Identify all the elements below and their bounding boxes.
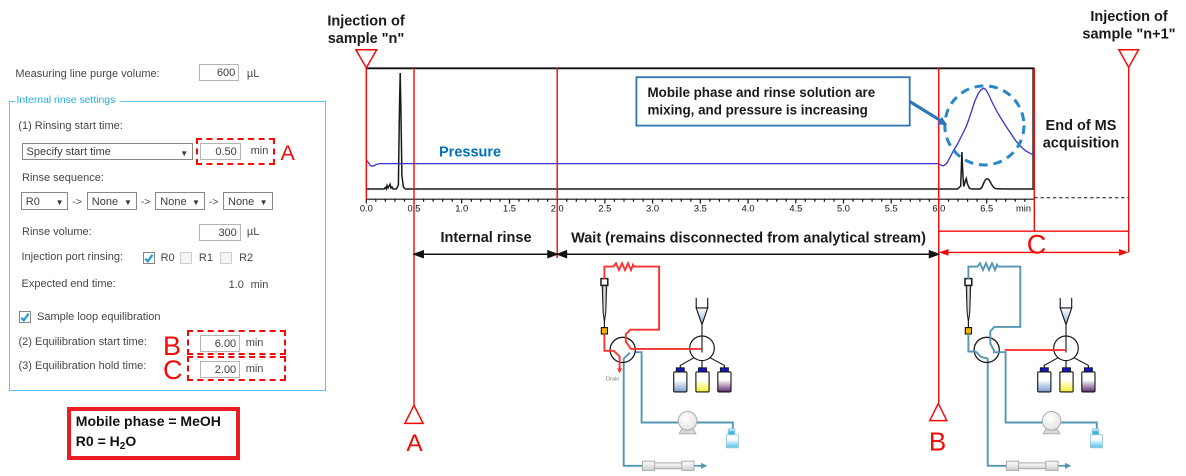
svg-text:3.0: 3.0 xyxy=(646,204,659,214)
svg-text:mixing, and pressure is increa: mixing, and pressure is increasing xyxy=(648,103,868,118)
svg-text:Drain: Drain xyxy=(606,377,619,383)
svg-text:End of MS: End of MS xyxy=(1046,118,1117,134)
svg-text:4.0: 4.0 xyxy=(742,204,755,214)
svg-text:0.0: 0.0 xyxy=(360,204,373,214)
svg-text:1.0: 1.0 xyxy=(455,204,468,214)
svg-text:5.0: 5.0 xyxy=(837,204,850,214)
svg-text:Wait (remains disconnected fro: Wait (remains disconnected from analytic… xyxy=(571,231,926,247)
svg-text:Internal rinse: Internal rinse xyxy=(440,230,531,246)
svg-text:5.5: 5.5 xyxy=(885,204,898,214)
svg-text:2.5: 2.5 xyxy=(598,204,611,214)
svg-text:A: A xyxy=(406,430,423,457)
svg-text:3.5: 3.5 xyxy=(694,204,707,214)
svg-text:4.5: 4.5 xyxy=(789,204,802,214)
svg-text:sample "n": sample "n" xyxy=(328,31,405,47)
svg-text:min: min xyxy=(1016,204,1031,214)
svg-text:6.5: 6.5 xyxy=(980,204,993,214)
svg-text:acquisition: acquisition xyxy=(1043,136,1120,152)
svg-text:Mobile phase and rinse solutio: Mobile phase and rinse solution are xyxy=(648,85,876,100)
svg-text:Injection of: Injection of xyxy=(1090,9,1168,25)
svg-text:1.5: 1.5 xyxy=(503,204,516,214)
svg-text:Pressure: Pressure xyxy=(439,145,501,161)
svg-text:Injection of: Injection of xyxy=(327,14,405,30)
svg-text:B: B xyxy=(929,427,946,457)
svg-text:sample "n+1": sample "n+1" xyxy=(1082,27,1175,43)
svg-text:C: C xyxy=(1027,230,1047,260)
